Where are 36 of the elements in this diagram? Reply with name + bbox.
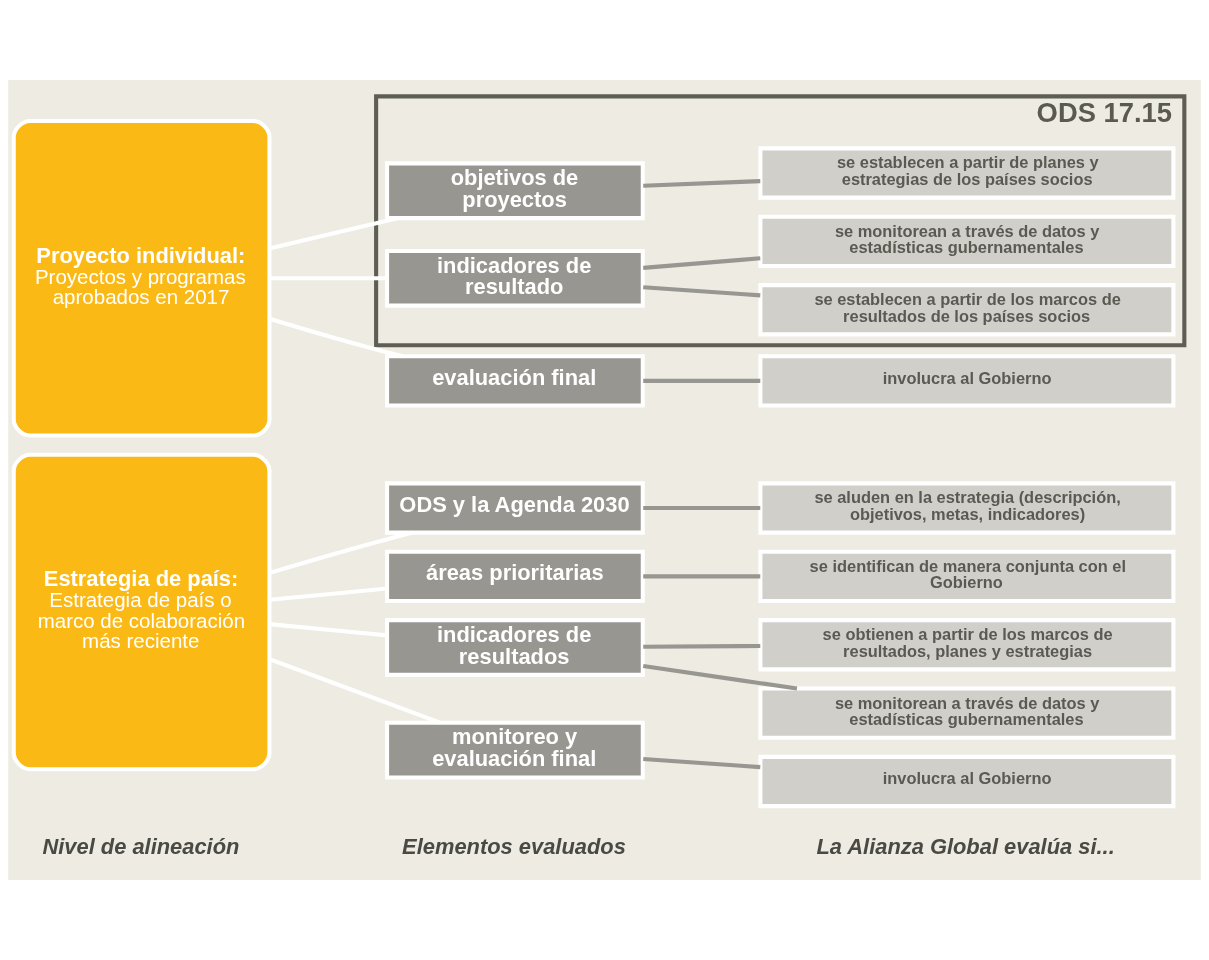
node-box: Estrategia de país: Estrategia de país o marco de colaboración más reciente (11, 452, 272, 772)
node-box: objetivos de proyectos (385, 161, 645, 221)
node-box: evaluación final (385, 354, 645, 408)
label: Nivel de alineación (42, 833, 240, 859)
connector (642, 664, 798, 691)
node-box: se obtienen a partir de los marcos de resultados, planes y estrategias (758, 618, 1176, 672)
node-box: se aluden en la estrategia (descripción, objetivos, metas, indicadores) (758, 481, 1176, 535)
label: La Alianza Global evalúa si... (816, 833, 1115, 859)
node-box: monitoreo y evaluación final (385, 720, 645, 780)
connector (643, 378, 761, 383)
label: Elementos evaluados (402, 833, 626, 859)
node-box: se establecen a partir de los marcos de resultados de los países socios (758, 283, 1176, 337)
node-box: se monitorean a través de datos y estadísticas gubernamentales (758, 214, 1176, 269)
connector (643, 574, 761, 579)
connector (268, 657, 441, 725)
connector (643, 644, 761, 649)
connector (269, 216, 399, 251)
node-box: ODS y la Agenda 2030 (385, 481, 645, 535)
connector (269, 622, 388, 638)
connector (269, 530, 413, 575)
node-box: Proyecto individual: Proyectos y programas aprobados en 2017 (11, 119, 272, 438)
node-box: se monitorean a través de datos y estadísticas gubernamentales (758, 686, 1176, 740)
node-box: involucra al Gobierno (758, 754, 1176, 809)
node-box: involucra al Gobierno (758, 354, 1176, 408)
connector (643, 505, 761, 511)
connector (643, 285, 761, 298)
connector (643, 179, 761, 188)
node-box: se identifican de manera conjunta con el Gobierno (758, 549, 1176, 604)
node-box: se establecen a partir de planes y estrategias de los países socios (758, 146, 1176, 200)
connector (643, 256, 761, 270)
connector (643, 756, 761, 770)
connector (269, 276, 387, 281)
connector (269, 586, 388, 602)
node-box: indicadores de resultado (385, 248, 645, 308)
node-box: indicadores de resultados (385, 618, 645, 677)
node-box: áreas prioritarias (385, 549, 645, 604)
